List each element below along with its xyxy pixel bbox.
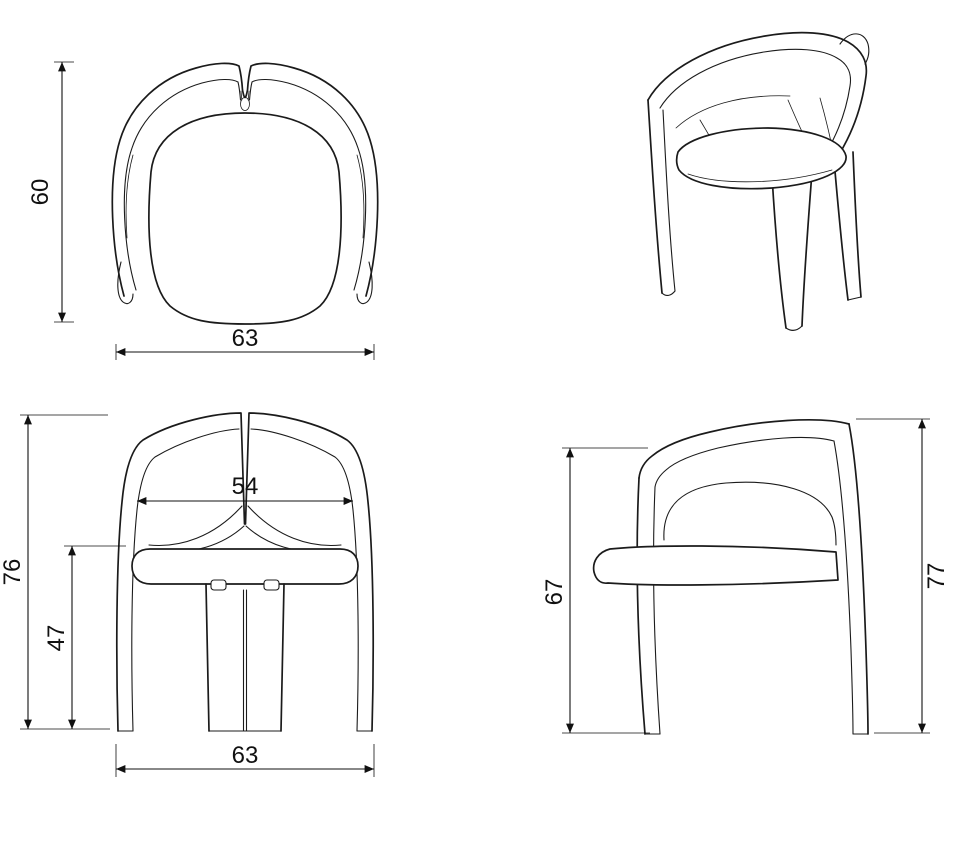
side-view-seat: [592, 545, 839, 586]
perspective-seat-seam: [687, 169, 833, 183]
perspective-rear-leg-outer: [833, 159, 849, 301]
front-view-armrest-curves: [148, 505, 342, 553]
top-view-center-joint-detail: [240, 97, 250, 111]
side-view-armrest-inner-loop: [663, 481, 837, 546]
front-view-inner-edge-left: [131, 428, 240, 732]
side-view-rear-leg-inner: [833, 440, 854, 735]
front-view-outer-outline-right: [244, 412, 375, 732]
top-view-left-foot: [117, 261, 134, 305]
dimension-top-width: 63: [115, 325, 375, 360]
dimension-front-overall-width: 63: [115, 742, 375, 777]
front-view-seat-band: [131, 548, 359, 585]
dim-label-top-width: 63: [232, 325, 259, 352]
front-view: 76 47 54 63: [0, 412, 375, 777]
dimension-front-overall-height: 76: [0, 414, 110, 730]
perspective-front-right-leg-cap: [785, 325, 803, 331]
dim-label-front-overall-height: 76: [0, 559, 26, 586]
top-view-right-foot: [356, 261, 373, 305]
perspective-rear-leg-cap: [847, 296, 862, 301]
perspective-front-right-leg-inner: [801, 171, 813, 327]
dimension-front-seat-height: 47: [43, 545, 126, 729]
perspective-backrest-inner-edge: [659, 48, 852, 141]
perspective-backrest-top-scroll: [839, 33, 870, 65]
perspective-view: [647, 31, 870, 331]
top-view-backrest-inner-edge-left: [123, 78, 242, 291]
top-view: 60 63: [27, 61, 379, 360]
dim-label-side-front-height: 67: [541, 579, 568, 606]
dimension-top-depth-ticks: [54, 61, 74, 323]
dim-label-front-overall-width: 63: [232, 742, 259, 769]
side-view-rear-leg-outer: [848, 423, 869, 735]
perspective-front-right-leg-outer: [771, 175, 787, 329]
side-view-front-leg-inner: [653, 486, 661, 735]
dimension-front-backrest-inner-width: 54: [137, 473, 353, 505]
top-view-backrest-inner-edge-right: [248, 78, 367, 291]
perspective-rear-leg-inner: [852, 151, 862, 298]
front-view-outer-outline-left: [115, 412, 246, 732]
perspective-front-left-leg-inner: [662, 109, 676, 292]
side-view-backrest-top-outer: [638, 419, 850, 479]
dim-label-top-depth: 60: [27, 179, 54, 206]
front-view-inner-edge-right: [250, 428, 359, 732]
front-view-right-bracket: [263, 579, 280, 591]
side-view-backrest-top-inner: [654, 436, 835, 488]
front-view-pedestal-outer: [205, 583, 285, 732]
top-view-bend-lines: [125, 154, 365, 239]
perspective-front-left-leg-outer: [647, 99, 663, 294]
side-view: 67 77: [541, 418, 950, 735]
perspective-front-left-leg-cap: [661, 290, 676, 296]
dim-label-front-seat-height: 47: [43, 625, 70, 652]
perspective-backrest-outer-edge: [647, 31, 868, 161]
dim-label-side-overall-height: 77: [923, 563, 950, 590]
top-view-seat-outline: [148, 112, 342, 325]
front-view-pedestal-split: [242, 589, 248, 732]
top-view-center-split-lines: [240, 90, 250, 101]
dimension-side-overall-height-ext: [856, 418, 930, 734]
dimension-side-overall-height: 77: [856, 418, 950, 734]
dimension-top-depth: 60: [27, 61, 74, 323]
dimension-side-front-height-ext: [562, 447, 650, 734]
front-view-left-bracket: [210, 579, 227, 591]
perspective-seat-cushion: [675, 127, 847, 190]
dimension-side-front-height: 67: [541, 447, 650, 734]
dimension-front-overall-height-ext: [20, 414, 110, 730]
side-view-front-leg-outer: [636, 477, 646, 735]
dim-label-front-backrest-inner-width: 54: [232, 473, 259, 500]
